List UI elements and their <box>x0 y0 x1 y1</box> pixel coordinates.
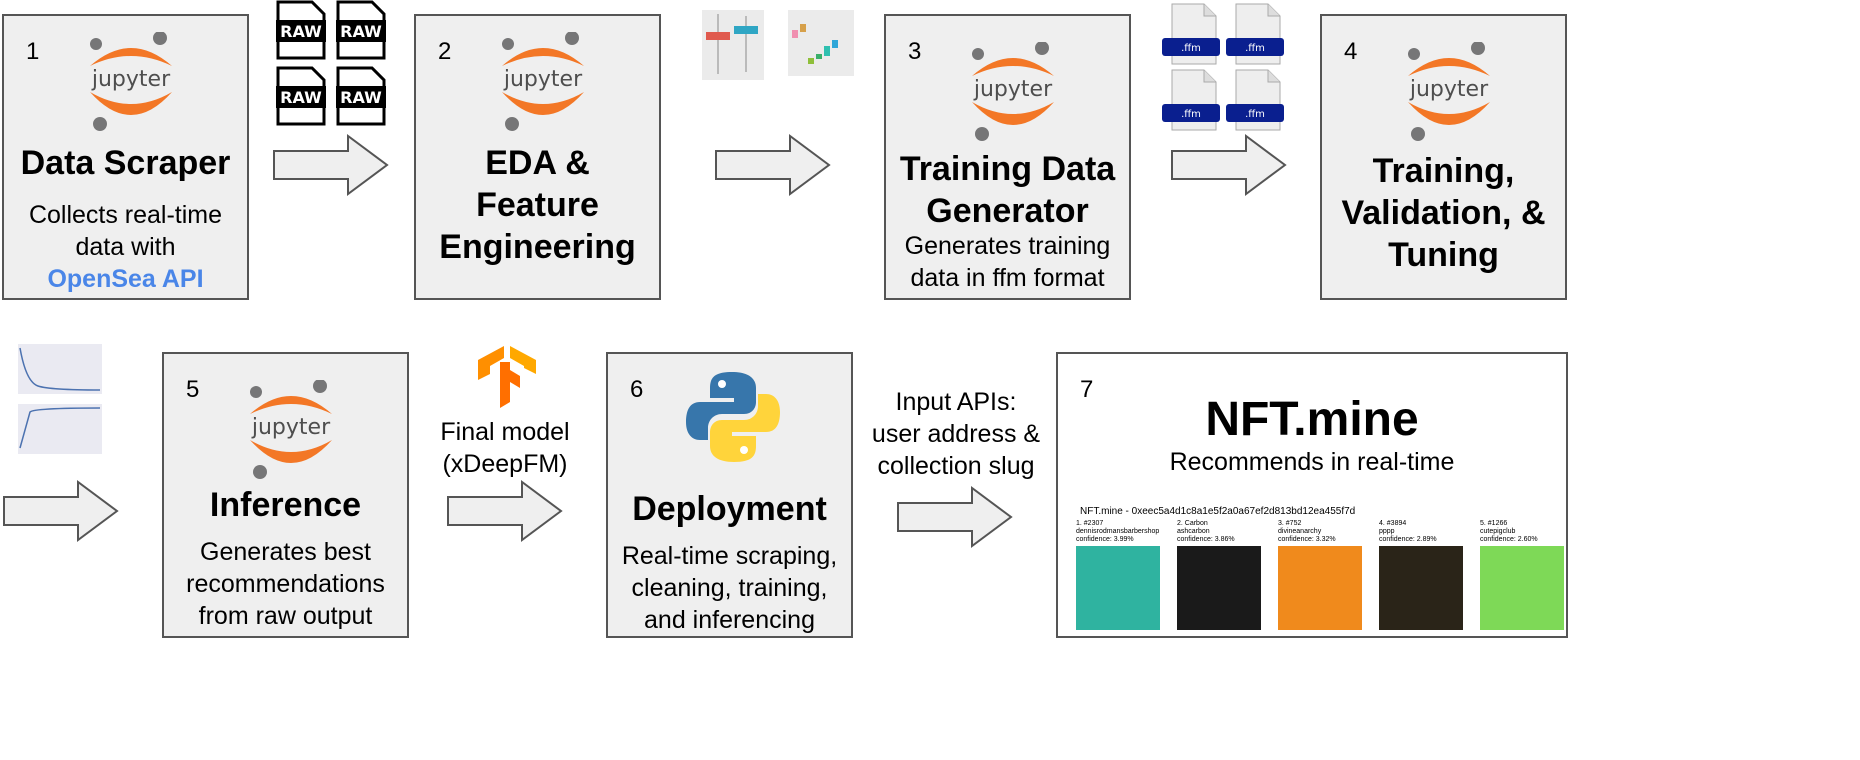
svg-text:.ffm: .ffm <box>1181 43 1201 54</box>
jupyter-logo-icon: jupyter <box>972 42 1054 141</box>
jupyter-logo-icon: jupyter <box>502 32 584 131</box>
nft-image <box>1177 546 1261 630</box>
step-number: 4 <box>1344 38 1358 65</box>
step-number: 5 <box>186 376 200 403</box>
step-description: Collects real-time data with OpenSea API <box>4 199 247 295</box>
python-logo-icon <box>686 372 780 462</box>
step-title: Data Scraper <box>20 144 231 182</box>
step-number: 2 <box>438 38 452 65</box>
arrow-right-icon <box>447 480 563 542</box>
step-7-nft-mine-box: 7 NFT.mine Recommends in real-time NFT.m… <box>1056 352 1568 638</box>
step-title: Training Data Generator <box>899 150 1116 230</box>
svg-text:RAW: RAW <box>280 22 322 41</box>
arrow-right-icon <box>897 486 1013 548</box>
step-number: 6 <box>630 376 644 403</box>
recommendation-card[interactable]: 4. #3894 pppp confidence: 2.89% <box>1379 520 1469 630</box>
svg-text:jupyter: jupyter <box>91 67 171 92</box>
nft-image <box>1480 546 1564 630</box>
arrow-right-icon <box>715 134 831 196</box>
final-model-label: Final model (xDeepFM) <box>440 418 570 478</box>
tensorflow-logo-icon <box>478 346 536 408</box>
nft-image <box>1278 546 1362 630</box>
arrow-right-icon <box>1171 134 1287 196</box>
opensea-api-link[interactable]: OpenSea API <box>47 265 204 293</box>
input-apis-label: Input APIs: user address & collection sl… <box>871 388 1041 480</box>
raw-files-icon: RAW <box>274 0 388 126</box>
eda-boxplot-thumbnail <box>688 2 858 100</box>
svg-text:jupyter: jupyter <box>251 415 331 440</box>
step-title: EDA & Feature Engineering <box>439 144 636 266</box>
arrow-right-icon <box>3 480 119 542</box>
step-title: Training, Validation, & Tuning <box>1341 152 1546 274</box>
svg-text:jupyter: jupyter <box>1409 77 1489 102</box>
recommendation-card[interactable]: 3. #752 divineanarchy confidence: 3.32% <box>1278 520 1368 630</box>
step-4-training-validation-box: 4 jupyter Training, Validation, & Tuning <box>1320 14 1567 300</box>
jupyter-logo-icon: jupyter <box>250 380 332 479</box>
step-title: Inference <box>209 486 362 524</box>
step-6-deployment-box: 6 Deployment Real-time scraping, cleanin… <box>606 352 853 638</box>
jupyter-logo-icon: jupyter <box>90 32 172 131</box>
recommendation-card[interactable]: 2. Carbon ashcarbon confidence: 3.86% <box>1177 520 1267 630</box>
step-number: 7 <box>1080 376 1094 403</box>
jupyter-logo-icon: jupyter <box>1408 42 1490 141</box>
app-subtitle: Recommends in real-time <box>1169 448 1455 476</box>
app-title: NFT.mine <box>1205 393 1419 446</box>
step-description: Real-time scraping, cleaning, training, … <box>621 542 838 634</box>
step-number: 1 <box>26 38 40 65</box>
recommendation-card[interactable]: 5. #1266 cutepigclub confidence: 2.60% <box>1480 520 1570 630</box>
arrow-right-icon <box>273 134 389 196</box>
nft-image <box>1076 546 1160 630</box>
step-1-data-scraper-box: 1 jupyter Data Scraper Collects real-tim… <box>2 14 249 300</box>
nft-image <box>1379 546 1463 630</box>
step-number: 3 <box>908 38 922 65</box>
step-5-inference-box: 5 jupyter Inference Generates best recom… <box>162 352 409 638</box>
training-curves-thumbnail <box>4 342 104 464</box>
recommendation-card[interactable]: 1. #2307 dennisrodmansbarbershop confide… <box>1076 520 1166 630</box>
step-3-training-data-generator-box: 3 jupyter Training Data Generator Genera… <box>884 14 1131 300</box>
svg-text:jupyter: jupyter <box>973 77 1053 102</box>
wallet-address-header: NFT.mine - 0xeec5a4d1c8a1e5f2a0a67ef2d81… <box>1080 506 1356 517</box>
svg-text:jupyter: jupyter <box>503 67 583 92</box>
ffm-files-icon: .ffm <box>1161 3 1285 131</box>
step-description: Generates best recommendations from raw … <box>186 538 385 630</box>
step-2-eda-box: 2 jupyter EDA & Feature Engineering <box>414 14 661 300</box>
step-title: Deployment <box>632 490 827 528</box>
step-description: Generates training data in ffm format <box>904 232 1111 292</box>
